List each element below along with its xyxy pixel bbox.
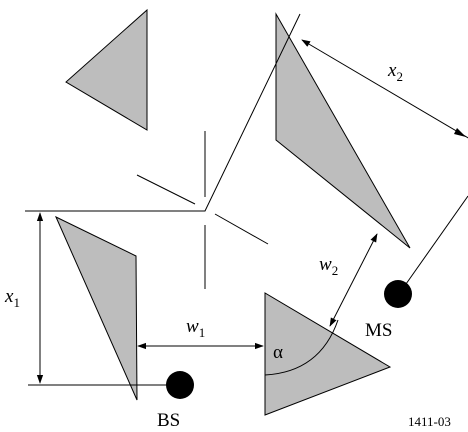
x1-label: x1 [4, 286, 20, 310]
bs-station-dot [166, 371, 194, 399]
ms-label: MS [365, 320, 392, 341]
ms-connector [405, 195, 468, 285]
alpha-arc [264, 319, 339, 376]
x1-dimension [28, 212, 180, 386]
street-crossing [136, 131, 269, 289]
w1-label: w1 [186, 316, 205, 340]
ms-station-dot [384, 280, 412, 308]
alpha-label: α [273, 342, 283, 363]
x2-label: x2 [387, 60, 403, 84]
w2-dimension [329, 233, 378, 327]
x2-arrowhead-end [454, 128, 466, 137]
propagation-path [25, 13, 301, 212]
building-left [54, 215, 138, 401]
building-top-left [65, 8, 148, 131]
building-top-right [275, 12, 411, 249]
w2-label: w2 [319, 254, 338, 278]
x2-dimension [301, 39, 468, 139]
bs-label: BS [157, 410, 180, 431]
figure-id: 1411-03 [408, 414, 451, 429]
building-bottom-triangle [264, 292, 392, 416]
